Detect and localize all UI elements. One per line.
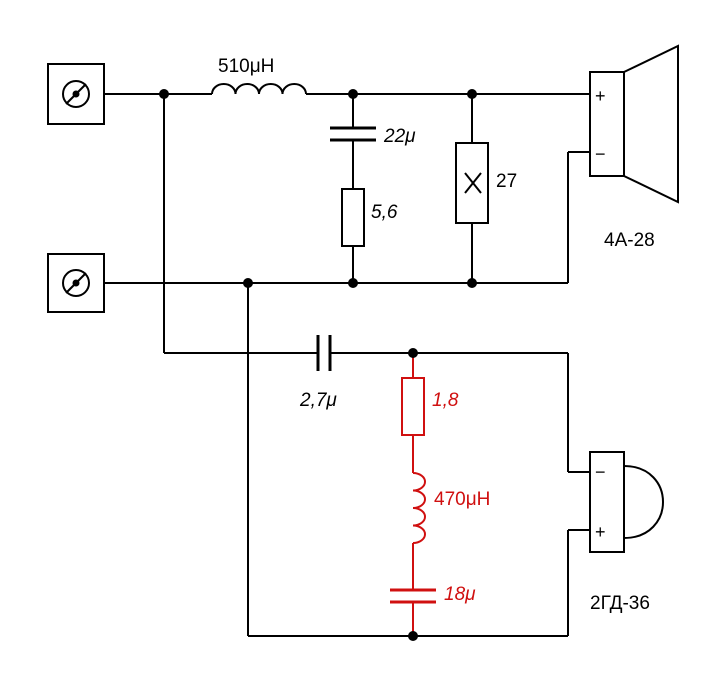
woofer-minus-sign: − — [595, 144, 606, 164]
tweeter-name-label: 2ГД-36 — [590, 593, 650, 614]
woofer-cap-label: 22μ — [383, 126, 416, 147]
woofer-name-label: 4A-28 — [604, 230, 655, 251]
woofer-shunt-element — [455, 94, 489, 283]
input-terminal-bottom — [47, 253, 105, 313]
tweeter-minus-sign: − — [595, 462, 606, 482]
notch-cap-label: 18μ — [444, 584, 476, 605]
main-inductor — [211, 83, 307, 95]
tweeter-return-line — [247, 283, 590, 637]
woofer-shunt-label: 27 — [496, 171, 517, 192]
woofer-res-label: 5,6 — [371, 202, 398, 223]
tweeter-speaker — [589, 451, 664, 553]
woofer-rc-branch — [330, 94, 376, 283]
woofer-plus-sign: + — [595, 86, 606, 106]
notch-filter — [390, 353, 436, 636]
junction-dots — [159, 89, 477, 641]
tweeter-plus-sign: + — [595, 522, 606, 542]
notch-res-label: 1,8 — [432, 390, 459, 411]
tweeter-feed-line — [163, 94, 590, 473]
notch-inductor-label: 470μH — [434, 489, 490, 510]
main-inductor-label: 510μH — [218, 56, 274, 77]
input-terminal-top — [47, 63, 105, 125]
woofer-speaker — [589, 44, 679, 204]
bottom-rail — [104, 151, 590, 284]
tweeter-cap-label: 2,7μ — [299, 390, 337, 411]
